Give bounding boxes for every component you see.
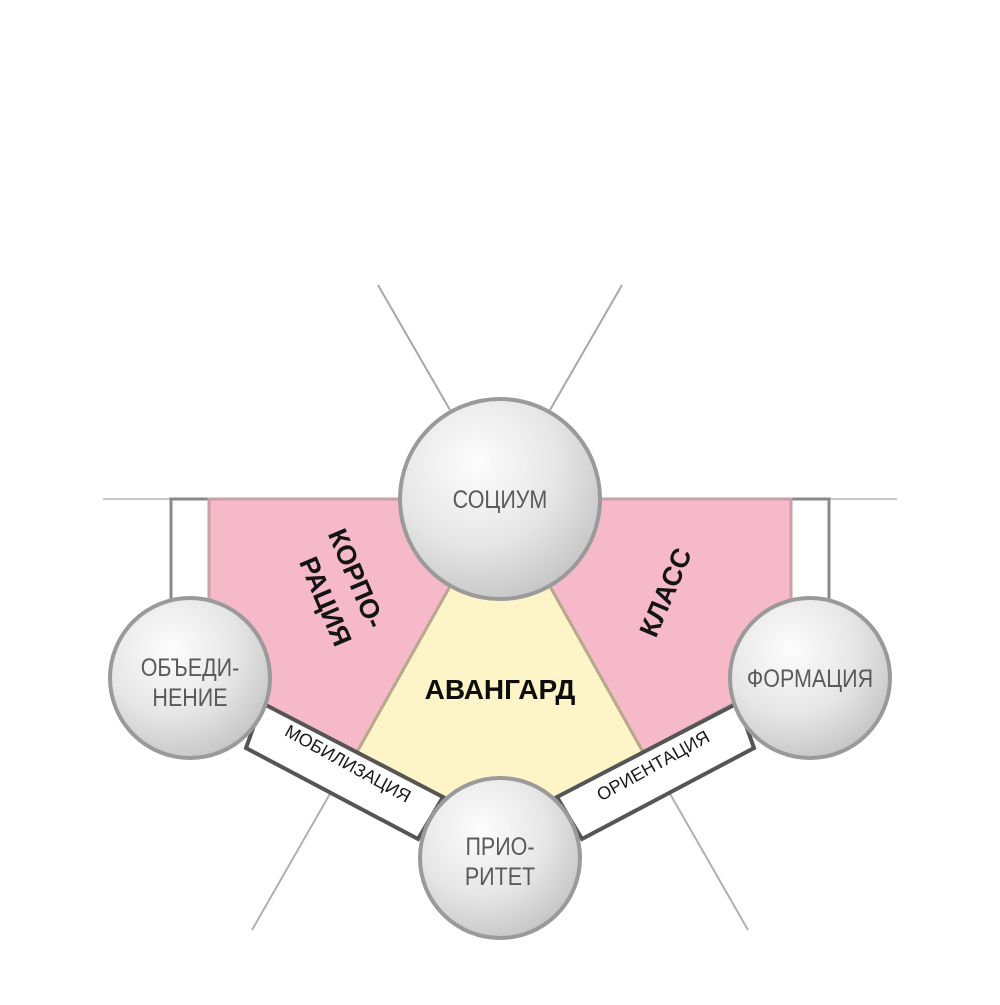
socium-circle [398,397,602,601]
unification-label-line1: ОБЪЕДИ- [141,653,240,681]
guide-lines [103,284,897,931]
priority-label-line2: РИТЕТ [465,862,535,890]
guide-line [549,284,623,411]
unification-node: ОБЪЕДИ- НЕНИЕ [108,596,272,760]
frame-bars [169,497,831,602]
guide-line [664,784,749,931]
formation-label: ФОРМАЦИЯ [747,664,873,692]
unification-circle [108,596,272,760]
socium-label: СОЦИУМ [453,485,548,513]
priority-label-line1: ПРИО- [465,832,534,860]
formation-circle [728,596,892,760]
guide-line [377,284,451,411]
mobilization-band [243,700,446,842]
socium-node: СОЦИУМ [398,397,602,601]
orientation-band [554,700,757,842]
formation-node: ФОРМАЦИЯ [728,596,892,760]
right-frame-bar [789,497,831,602]
vanguard-label: АВАНГАРД [425,674,576,705]
guide-line [251,784,336,931]
unification-label-line2: НЕНИЕ [152,683,227,711]
priority-circle [418,776,582,940]
priority-node: ПРИО- РИТЕТ [418,776,582,940]
left-frame-bar [169,497,211,602]
